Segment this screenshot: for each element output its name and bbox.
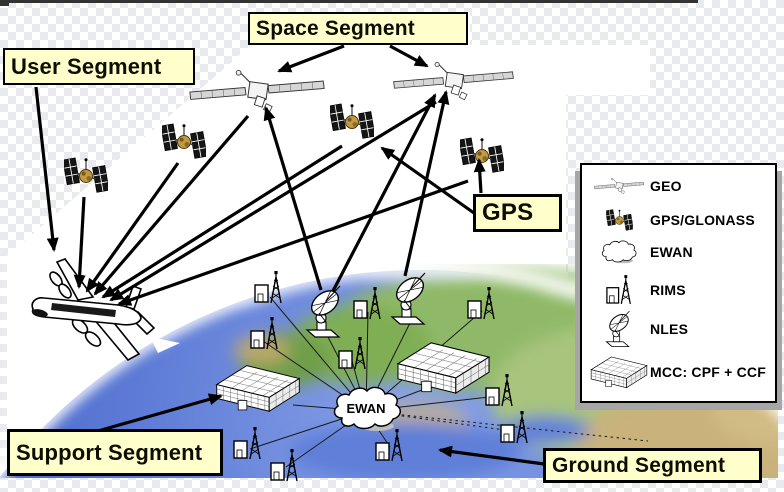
gps-label-text: GPS [482,199,534,226]
rims-station-icon [588,274,650,305]
legend-panel: GEO GPS/GLONASS EWAN RIMS NLES [580,163,777,403]
geo-satellite-icon [588,178,650,195]
space-segment-text: Space Segment [256,16,415,40]
nles-station-icon [588,309,650,348]
ground-segment-label: Ground Segment [543,448,762,483]
legend-item-geo: GEO [588,173,772,199]
legend-item-mcc: MCC: CPF + CCF [588,353,772,391]
top-border-line [0,0,698,3]
legend-label: RIMS [650,281,686,298]
legend-item-gps-glonass: GPS/GLONASS [588,205,772,235]
legend-label: MCC: CPF + CCF [650,364,766,380]
mcc-building-icon [588,355,650,389]
legend-label: GPS/GLONASS [650,212,755,228]
ewan-cloud-label: EWAN [347,401,386,416]
user-segment-label: User Segment [3,48,195,85]
support-segment-label: Support Segment [7,429,223,476]
ground-segment-text: Ground Segment [552,453,726,477]
legend-item-rims: RIMS [588,273,772,306]
gps-glonass-satellite-icon [588,206,650,235]
ewan-cloud-icon [588,240,650,264]
gps-satellite-1 [64,157,108,193]
support-segment-text: Support Segment [16,439,203,465]
legend-label: GEO [650,178,682,194]
legend-item-nles: NLES [588,308,772,349]
ewan-cloud: EWAN [333,386,402,432]
legend-label: NLES [650,320,689,337]
legend-item-ewan: EWAN [588,239,772,265]
top-border-cap [0,0,9,6]
legend-label: EWAN [650,244,693,260]
user-segment-text: User Segment [11,53,162,79]
signal-arrows [34,44,545,466]
gps-label: GPS [473,194,562,232]
space-segment-label: Space Segment [248,12,468,45]
